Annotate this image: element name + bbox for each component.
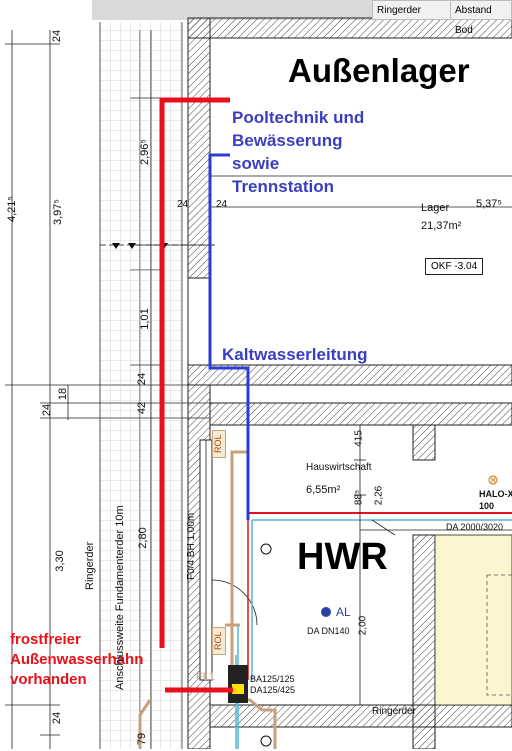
lager-height-dim: 5,37⁵: [476, 198, 502, 210]
fundamenterder-label: Anschlussweite Fundamenterder 10m: [114, 505, 126, 690]
aussenlager-title: Außenlager: [288, 52, 470, 89]
dim-wall-24b: 24: [216, 199, 228, 210]
ba-label: BA125/125: [250, 674, 295, 684]
dim-outer-1: 4,21⁵: [6, 196, 18, 222]
dim-col2-18: 18: [57, 387, 69, 401]
frost-line-3: vorhanden: [10, 671, 87, 688]
dim-inner-2965: 2,96⁵: [139, 139, 151, 165]
dim-hwr-226: 2,26: [373, 485, 385, 506]
rol-box-2: ROL: [212, 627, 226, 655]
hwr-walls: [187, 384, 512, 749]
dim-outer-2: 3,30: [54, 550, 66, 572]
fl-label: FL1: [196, 671, 215, 683]
kaltwasser-annotation: Kaltwasserleitung: [222, 345, 368, 364]
bottom-ringerder-label: Ringerder: [372, 706, 416, 717]
dim-hwr-200: 2,00: [357, 615, 369, 636]
pool-line-3: sowie: [232, 154, 280, 173]
da-top-label: DA 2000/3020: [446, 522, 504, 532]
hwr-title: HWR: [297, 536, 388, 578]
dim-inner-101: 1,01: [139, 308, 151, 330]
dim-hwr-415: 415: [353, 430, 365, 447]
dim-col2-24b: 24: [41, 403, 53, 417]
rol-box-1: ROL: [212, 430, 226, 458]
lager-area: 21,37m²: [421, 220, 462, 232]
pool-annotation: Pooltechnik und Bewässerung sowie Trenns…: [232, 106, 364, 198]
pool-line-2: Bewässerung: [232, 131, 343, 150]
dim-col2-397: 3,97⁵: [52, 199, 64, 225]
dim-inner-42: 42: [136, 401, 148, 415]
hwr-area: 6,55m²: [306, 484, 341, 496]
aussenlager-walls: [187, 17, 512, 386]
dim-col2-24a: 24: [51, 29, 63, 43]
hwr-room-name: Hauswirtschaft: [306, 462, 372, 473]
pool-line-4: Trennstation: [232, 177, 335, 196]
al-marker-icon: [321, 607, 331, 617]
adjacent-room-floor: [434, 534, 512, 706]
dim-inner-79: 79: [136, 732, 148, 746]
frost-line-2: Außenwasserhahn: [10, 651, 144, 668]
da425-label: DA125/425: [250, 685, 296, 695]
header-cell-ringerder: Ringerder: [372, 0, 452, 20]
ringerder-label: Ringerder: [84, 541, 96, 590]
da-dn-label: DA DN140: [307, 626, 350, 636]
dim-inner-24: 24: [136, 372, 148, 386]
lager-room-name: Lager: [421, 202, 450, 214]
pool-pipe-line: [208, 153, 250, 520]
halo-number: 100: [479, 501, 495, 511]
dim-hwr-885: 88⁵: [353, 489, 365, 506]
dim-inner-280: 2,80: [137, 527, 149, 549]
halo-label: HALO-X: [479, 489, 512, 499]
frost-annotation: frostfreier Außenwasserhahn vorhanden: [10, 630, 143, 690]
door-swing: [211, 579, 258, 626]
foundation-grid: [100, 22, 182, 749]
halo-fixture-icon: [488, 475, 498, 485]
dim-wall-24a: 24: [177, 199, 189, 210]
pool-line-1: Pooltechnik und: [232, 108, 365, 127]
window-label: F0/4 BH 1,00m: [186, 512, 197, 580]
frost-line-1: frostfreier: [10, 631, 81, 648]
okf-tag: OKF -3.04: [425, 258, 484, 275]
dim-col2-24c: 24: [51, 711, 63, 725]
al-label: AL: [336, 605, 351, 619]
header-cell-abstand: Abstand Bod: [450, 0, 512, 36]
red-route-line: [159, 97, 230, 648]
